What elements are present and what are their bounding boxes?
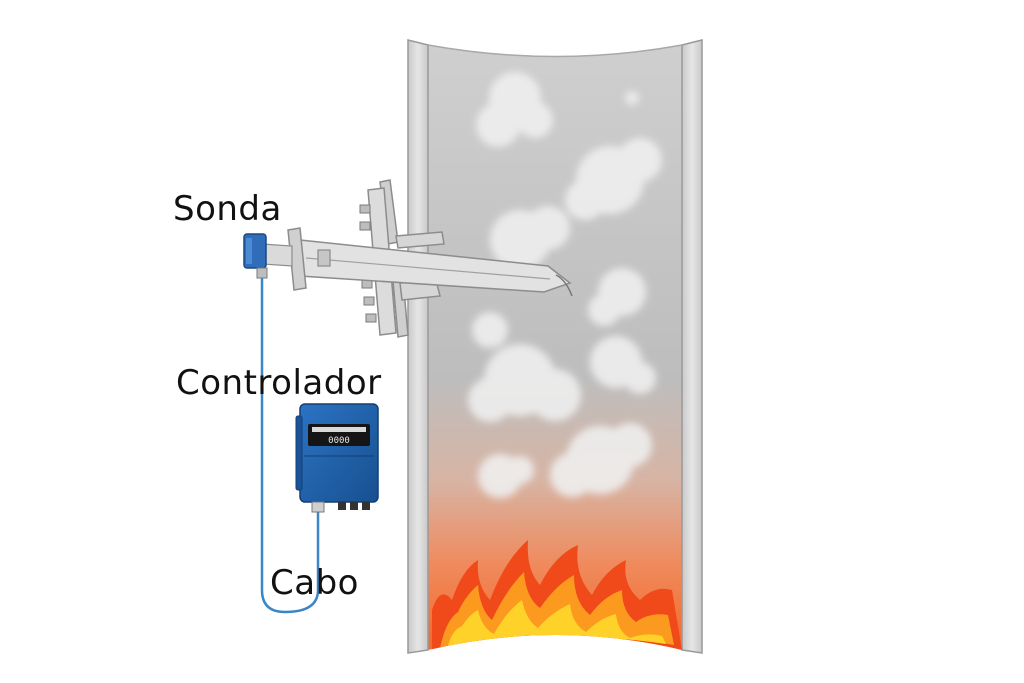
controller-body (299, 403, 379, 503)
controller-port-2 (338, 502, 346, 510)
probe-rear-nut (317, 249, 331, 267)
controller: 0000 (295, 403, 379, 513)
chimney-wall-left (407, 39, 429, 654)
flame-inner (448, 600, 666, 646)
controller-display-readout: 0000 (328, 436, 350, 446)
cable (260, 278, 320, 614)
controller-port-4 (362, 502, 370, 510)
probe-tip-wire (555, 274, 573, 297)
smoke-clouds (468, 72, 662, 498)
flange-bolts (359, 204, 377, 323)
label-controller: Controlador (176, 363, 382, 403)
controller-cable-port (311, 501, 325, 513)
controller-port-3 (350, 502, 358, 510)
fire (432, 540, 682, 650)
probe-rear-flange (287, 227, 307, 291)
probe-cable-gland (256, 267, 268, 279)
label-probe: Sonda (173, 189, 282, 229)
probe-bracket-top (395, 231, 445, 249)
label-cable: Cabo (270, 563, 359, 603)
chimney-interior (428, 45, 682, 650)
chimney-top-edge (427, 44, 683, 58)
chimney-wall-right (681, 39, 703, 654)
probe (243, 179, 573, 338)
chimney (407, 39, 703, 654)
